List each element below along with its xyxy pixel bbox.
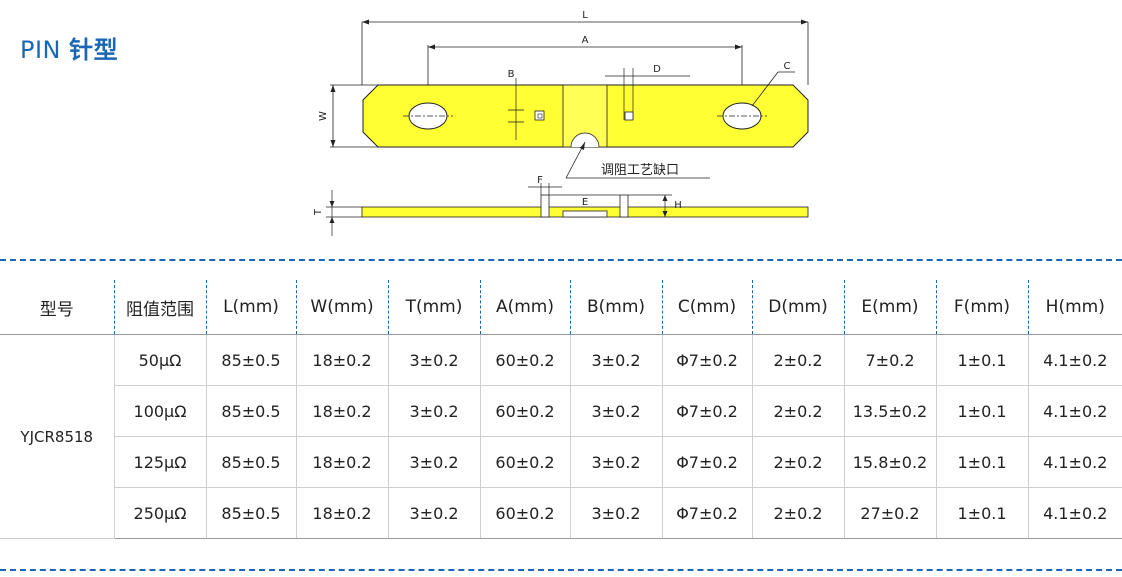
col-header: E(mm) xyxy=(843,280,936,335)
value-cell: 1±0.1 xyxy=(935,487,1028,539)
label-E: E xyxy=(582,197,588,208)
value-cell: 60±0.2 xyxy=(479,436,570,488)
table-row: 250μΩ 85±0.5 18±0.2 3±0.2 60±0.2 3±0.2 Φ… xyxy=(0,487,1122,539)
table-row: 100μΩ 85±0.5 18±0.2 3±0.2 60±0.2 3±0.2 Φ… xyxy=(0,385,1122,437)
value-cell: 7±0.2 xyxy=(843,334,936,386)
title-latin: PIN xyxy=(20,36,62,64)
table-row: YJCR8518 50μΩ 85±0.5 18±0.2 3±0.2 60±0.2… xyxy=(0,334,1122,539)
value-cell: 2±0.2 xyxy=(751,334,844,386)
value-cell: 18±0.2 xyxy=(295,487,388,539)
value-cell: 85±0.5 xyxy=(205,436,296,488)
value-cell: 2±0.2 xyxy=(751,385,844,437)
value-cell: Φ7±0.2 xyxy=(661,436,752,488)
col-header: F(mm) xyxy=(935,280,1028,335)
divider-top xyxy=(0,259,1122,261)
range-cell: 100μΩ xyxy=(113,385,206,437)
label-D: D xyxy=(653,64,661,75)
value-cell: 3±0.2 xyxy=(387,487,480,539)
value-cell: 3±0.2 xyxy=(387,385,480,437)
value-cell: 1±0.1 xyxy=(935,334,1028,386)
label-F: F xyxy=(537,175,543,186)
notch-label: 调阻工艺缺口 xyxy=(601,163,679,178)
col-header: T(mm) xyxy=(387,280,480,335)
label-C: C xyxy=(784,61,791,72)
range-cell: 250μΩ xyxy=(113,487,206,539)
label-B: B xyxy=(508,69,515,80)
value-cell: 1±0.1 xyxy=(935,436,1028,488)
side-view: E F H T xyxy=(313,175,809,236)
value-cell: 3±0.2 xyxy=(569,334,662,386)
value-cell: 18±0.2 xyxy=(295,334,388,386)
value-cell: 85±0.5 xyxy=(205,334,296,386)
value-cell: 85±0.5 xyxy=(205,487,296,539)
col-header: H(mm) xyxy=(1027,280,1122,335)
value-cell: 15.8±0.2 xyxy=(843,436,936,488)
dimension-drawing: L A W C B D 调阻工艺缺口 xyxy=(313,10,809,236)
range-cell: 50μΩ xyxy=(113,334,206,386)
col-header: D(mm) xyxy=(751,280,844,335)
col-header: W(mm) xyxy=(295,280,388,335)
spec-table: 型号 阻值范围 L(mm) W(mm) T(mm) A(mm) B(mm) C(… xyxy=(0,280,1122,539)
label-L: L xyxy=(582,10,588,21)
col-header: B(mm) xyxy=(569,280,662,335)
value-cell: 60±0.2 xyxy=(479,334,570,386)
dim-L: L xyxy=(361,10,809,85)
value-cell: 4.1±0.2 xyxy=(1027,334,1122,386)
col-header: 阻值范围 xyxy=(113,280,206,335)
value-cell: 2±0.2 xyxy=(751,436,844,488)
page-title: PIN 针型 xyxy=(20,30,118,65)
value-cell: 18±0.2 xyxy=(295,385,388,437)
dim-W: W xyxy=(318,84,378,148)
value-cell: 3±0.2 xyxy=(569,436,662,488)
value-cell: 1±0.1 xyxy=(935,385,1028,437)
title-cjk: 针型 xyxy=(69,36,119,64)
col-header: 型号 xyxy=(0,280,114,335)
value-cell: Φ7±0.2 xyxy=(661,385,752,437)
label-A: A xyxy=(582,35,589,46)
value-cell: 4.1±0.2 xyxy=(1027,487,1122,539)
table-row: 125μΩ 85±0.5 18±0.2 3±0.2 60±0.2 3±0.2 Φ… xyxy=(0,436,1122,488)
value-cell: 3±0.2 xyxy=(387,334,480,386)
value-cell: 3±0.2 xyxy=(569,487,662,539)
col-header: C(mm) xyxy=(661,280,752,335)
value-cell: 4.1±0.2 xyxy=(1027,385,1122,437)
value-cell: 85±0.5 xyxy=(205,385,296,437)
value-cell: 60±0.2 xyxy=(479,385,570,437)
value-cell: 18±0.2 xyxy=(295,436,388,488)
value-cell: 3±0.2 xyxy=(387,436,480,488)
value-cell: 3±0.2 xyxy=(569,385,662,437)
label-H: H xyxy=(674,200,682,211)
value-cell: 2±0.2 xyxy=(751,487,844,539)
label-W: W xyxy=(318,111,329,121)
model-cell: YJCR8518 xyxy=(0,334,114,539)
col-header: L(mm) xyxy=(205,280,296,335)
value-cell: 27±0.2 xyxy=(843,487,936,539)
label-T: T xyxy=(313,208,324,216)
range-cell: 125μΩ xyxy=(113,436,206,488)
value-cell: 13.5±0.2 xyxy=(843,385,936,437)
value-cell: 60±0.2 xyxy=(479,487,570,539)
divider-bottom xyxy=(0,569,1122,571)
value-cell: Φ7±0.2 xyxy=(661,487,752,539)
value-cell: 4.1±0.2 xyxy=(1027,436,1122,488)
value-cell: Φ7±0.2 xyxy=(661,334,752,386)
header-row: 型号 阻值范围 L(mm) W(mm) T(mm) A(mm) B(mm) C(… xyxy=(0,280,1122,335)
col-header: A(mm) xyxy=(479,280,570,335)
